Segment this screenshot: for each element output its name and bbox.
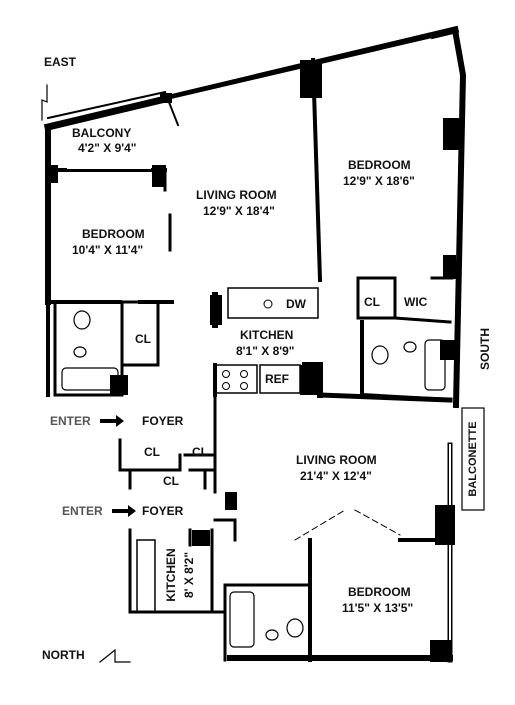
east-arrow	[41, 84, 48, 121]
bedroom3-door-right	[354, 509, 401, 536]
right-window-band	[453, 88, 460, 117]
bathtub-left	[61, 367, 119, 391]
living-room-1-name: LIVING ROOM	[196, 188, 277, 202]
column-lower-right	[435, 505, 455, 545]
column-bottom-right	[430, 640, 452, 662]
column-ref	[300, 365, 318, 395]
kitchen-1-name: KITCHEN	[240, 328, 294, 342]
north-arrow	[99, 648, 131, 663]
dishwasher-label: DW	[286, 297, 306, 311]
bedroom-1-name: BEDROOM	[82, 227, 145, 241]
column-bath-left	[110, 375, 128, 395]
column-bath-right	[440, 340, 455, 360]
top-exterior-wall	[43, 25, 460, 132]
refrigerator-label: REF	[265, 372, 289, 386]
balcony-railing	[46, 90, 180, 127]
burner-2	[240, 370, 248, 378]
column-right-mid	[443, 255, 456, 279]
lower-left-wall	[213, 468, 237, 542]
sink-lower	[265, 629, 279, 641]
bedroom-1-dims: 10'4" X 11'4"	[72, 243, 144, 257]
kitchen-1-dims: 8'1" X 8'9"	[236, 344, 295, 358]
burner-1	[222, 370, 230, 378]
column-top-left	[160, 93, 172, 103]
column-bedroom1-right	[152, 165, 166, 187]
burner-3	[222, 382, 230, 390]
stove	[214, 364, 258, 394]
kitchen2-counter-left	[136, 539, 156, 613]
sink-right	[403, 341, 417, 353]
kitchen2-walls	[128, 528, 227, 614]
kitchen-sink	[263, 299, 273, 309]
column-lower-left	[225, 492, 237, 510]
kitchen-2-dims: 8' X 8'2"	[182, 551, 196, 599]
compass-east-label: EAST	[44, 55, 77, 69]
bedroom3-door-left	[294, 509, 346, 541]
bedroom-2-name: BEDROOM	[348, 158, 411, 172]
bedroom-3-name: BEDROOM	[348, 585, 411, 599]
closet-left-walls	[120, 300, 160, 367]
wic-walls	[356, 276, 452, 324]
closet-label-bedroom2: CL	[364, 295, 380, 309]
column-bedroom1-left	[48, 165, 58, 183]
balconette-label: BALCONETTE	[467, 421, 479, 497]
bathtub-lower	[229, 591, 255, 648]
closet-label-foyer-3: CL	[163, 474, 179, 488]
bathtub-right	[424, 339, 446, 391]
kitchen-counter	[227, 287, 319, 319]
right-exterior-wall	[451, 26, 467, 409]
toilet-lower	[286, 618, 304, 638]
enter-arrow-2	[112, 505, 136, 517]
toilet-right	[371, 345, 389, 365]
column-top-middle	[300, 60, 322, 98]
closet-label-foyer-2: CL	[192, 445, 208, 459]
enter-label-1: ENTER	[50, 414, 91, 428]
bath-right-walls	[360, 320, 453, 403]
compass-north-label: NORTH	[42, 648, 85, 662]
sink-left	[73, 346, 87, 358]
closet-label-bedroom1: CL	[135, 332, 151, 346]
bath-lower-walls	[223, 583, 312, 662]
living-room-1-dims: 12'9" X 18'4"	[203, 204, 275, 218]
bedroom-3-dims: 11'5" X 13'5"	[342, 601, 414, 615]
column-right-wall	[443, 118, 460, 150]
balcony-name: BALCONY	[72, 126, 132, 140]
living-room-2-dims: 21'4" X 12'4"	[300, 469, 372, 483]
kitchen-2-name: KITCHEN	[164, 548, 178, 602]
living-room-2-name: LIVING ROOM	[296, 453, 377, 467]
burner-4	[240, 382, 248, 390]
walk-in-closet-label: WIC	[404, 295, 428, 309]
foyer-upper-walls	[203, 393, 217, 472]
foyer-label-2: FOYER	[142, 504, 184, 518]
column-kitchen2	[192, 530, 210, 546]
unit-divider-wall	[317, 392, 453, 403]
top-window-band	[163, 38, 432, 104]
compass-south-label: SOUTH	[478, 328, 492, 370]
foyer-closets	[118, 438, 217, 490]
enter-arrow-1	[100, 415, 124, 427]
closet-label-foyer-1: CL	[144, 445, 160, 459]
balcony-dims: 4'2" X 9'4"	[78, 141, 137, 155]
bedroom-2-dims: 12'9" X 18'6"	[343, 174, 415, 188]
column-kitchen	[210, 295, 222, 325]
enter-label-2: ENTER	[62, 504, 103, 518]
foyer-label-1: FOYER	[142, 414, 184, 428]
balconette-outline	[461, 407, 485, 511]
toilet-left	[73, 310, 91, 330]
